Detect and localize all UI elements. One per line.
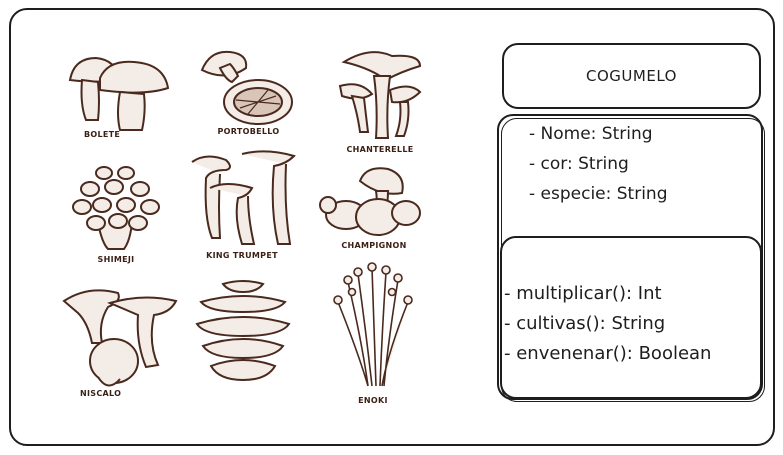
portobello-icon <box>200 50 293 125</box>
portobello-tile: PORTOBELLO <box>196 46 301 141</box>
shimeji-icon <box>72 166 160 250</box>
mushroom-label-shimeji: SHIMEJI <box>97 255 135 264</box>
enoki-icon <box>333 262 413 387</box>
pine-cone-mushroom-icon <box>195 280 291 382</box>
attribute-line: - Nome: String <box>529 124 653 144</box>
niscalo-tile: NISCALO <box>58 283 180 401</box>
method-line: - envenenar(): Boolean <box>504 343 712 364</box>
attribute-line: - especie: String <box>529 184 668 204</box>
mushroom-label-portobello: PORTOBELLO <box>217 127 280 136</box>
method-line: - cultivas(): String <box>504 313 666 334</box>
class-name-box: COGUMELO <box>502 43 761 109</box>
king-trumpet-icon <box>191 150 296 245</box>
mushroom-label-king-trumpet: KING TRUMPET <box>206 251 278 260</box>
mushroom-label-champignon: CHAMPIGNON <box>341 241 407 250</box>
class-methods-box: - multiplicar(): Int - cultivas(): Strin… <box>500 236 762 399</box>
chanterelle-icon <box>338 51 422 139</box>
champignon-icon <box>319 167 421 236</box>
shimeji-tile: SHIMEJI <box>68 163 164 273</box>
mushroom-label-enoki: ENOKI <box>358 396 388 405</box>
champignon-tile: CHAMPIGNON <box>316 163 426 258</box>
mushroom-label-niscalo: NISCALO <box>80 389 122 398</box>
bolete-icon <box>68 56 170 131</box>
bolete-tile: BOLETE <box>64 50 174 145</box>
method-line: - multiplicar(): Int <box>504 283 662 304</box>
chanterelle-tile: CHANTERELLE <box>330 46 430 156</box>
attribute-line: - cor: String <box>529 154 629 174</box>
king-trumpet-tile: KING TRUMPET <box>186 148 298 263</box>
mushroom-label-bolete: BOLETE <box>84 130 121 139</box>
pine-cone-tile <box>193 278 293 388</box>
enoki-tile: ENOKI <box>328 262 418 412</box>
niscalo-icon <box>62 289 178 387</box>
class-title: COGUMELO <box>586 67 677 85</box>
mushroom-label-chanterelle: CHANTERELLE <box>346 145 414 154</box>
